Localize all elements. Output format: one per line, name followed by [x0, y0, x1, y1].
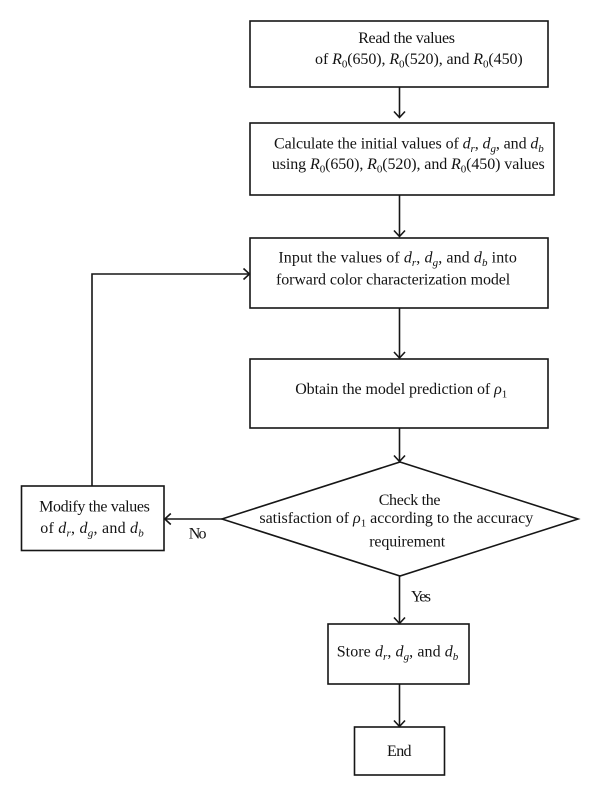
svg-text:Yes: Yes: [411, 588, 431, 605]
svg-text:No: No: [189, 526, 207, 543]
svg-text:Modify the values: Modify the values: [39, 499, 150, 516]
svg-text:Input the values of dr, dg, an: Input the values of dr, dg, and db into: [278, 250, 516, 270]
svg-text:Obtain the model prediction of: Obtain the model prediction of ρ1: [295, 381, 507, 401]
svg-text:Read the values: Read the values: [358, 30, 455, 47]
svg-text:End: End: [387, 743, 412, 760]
svg-text:Store dr, dg, and db: Store dr, dg, and db: [337, 644, 459, 664]
svg-text:of R0(650), R0(520), and R0(45: of R0(650), R0(520), and R0(450): [315, 51, 523, 71]
svg-text:using R0(650), R0(520), and R0: using R0(650), R0(520), and R0(450) valu…: [272, 156, 545, 176]
svg-text:requirement: requirement: [369, 534, 445, 551]
svg-text:of dr, dg, and db: of dr, dg, and db: [40, 520, 144, 540]
svg-text:Calculate the initial values o: Calculate the initial values of dr, dg, …: [274, 135, 544, 155]
svg-text:Check the: Check the: [379, 492, 441, 509]
svg-text:forward color characterization: forward color characterization model: [276, 271, 511, 288]
svg-text:satisfaction of ρ1 according t: satisfaction of ρ1 according to the accu…: [259, 510, 533, 530]
